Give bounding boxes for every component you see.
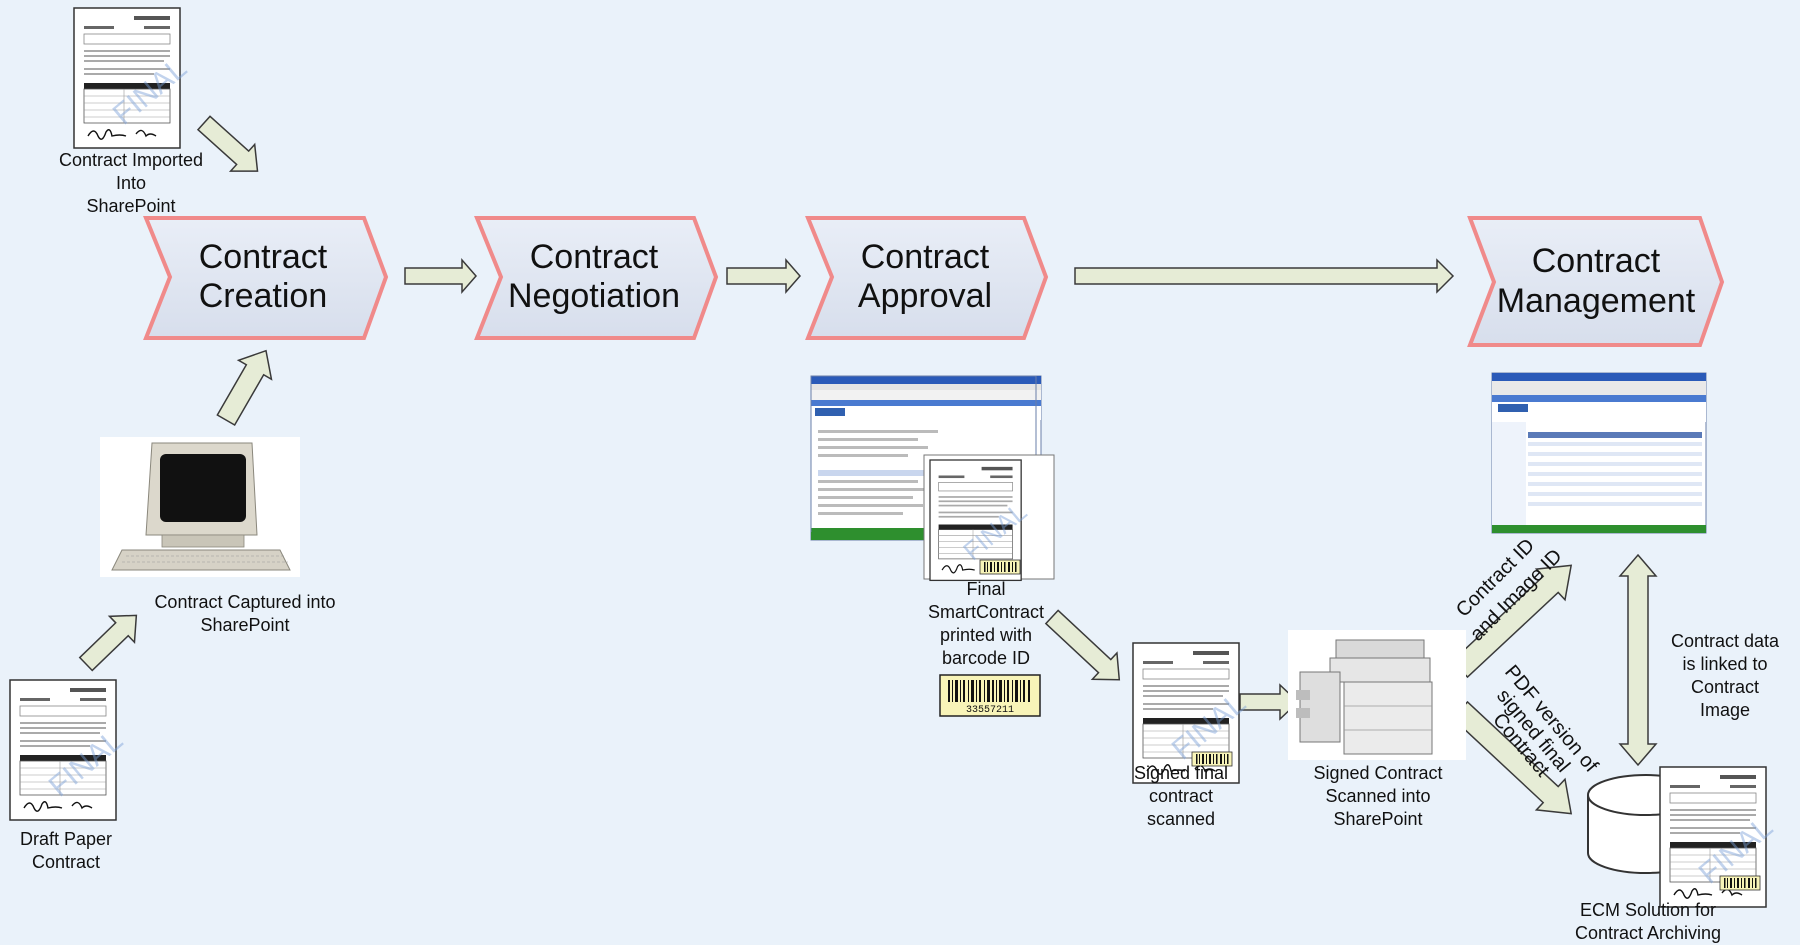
draft-paper-contract-document — [9, 679, 130, 821]
arrow-scanner-to-management — [1451, 564, 1573, 679]
arrow-computer-to-creation — [216, 349, 273, 427]
label-signed-final-scanned: Signed final contract scanned — [1133, 763, 1229, 829]
imported-contract-document — [73, 7, 194, 149]
archived-contract-barcode — [1719, 875, 1761, 891]
arrow-negotiation-to-approval — [726, 258, 801, 294]
arrow-creation-to-negotiation — [404, 258, 477, 294]
approval-screenshot — [810, 375, 1055, 582]
arrow-scanner-to-ecm — [1451, 700, 1573, 815]
label-contract-data-linked: Contract data is linked to Contract Imag… — [1670, 631, 1780, 720]
stage-contract-management: Contract Management — [1467, 216, 1725, 347]
stage-title-line2: Approval — [858, 277, 992, 315]
archived-contract-document — [1659, 766, 1780, 908]
label-contract-imported: Contract Imported Into SharePoint — [58, 150, 204, 216]
barcode-id: 33557211 — [939, 674, 1041, 717]
label-signed-contract-scanned: Signed Contract Scanned into SharePoint — [1313, 763, 1443, 829]
label-draft-paper-contract: Draft Paper Contract — [19, 829, 113, 872]
stage-title-line1: Contract — [861, 238, 990, 276]
stage-title-line1: Contract — [530, 238, 659, 276]
arrow-imported-to-creation — [196, 115, 259, 172]
arrow-management-ecm-bidirectional — [1618, 553, 1658, 767]
stage-contract-creation: Contract Creation — [143, 216, 389, 340]
barcode-number: 33557211 — [966, 705, 1014, 716]
stage-title-line1: Contract — [199, 238, 328, 276]
management-screenshot — [1491, 372, 1707, 534]
arrow-final-to-signed — [1044, 609, 1121, 681]
stage-title-line2: Negotiation — [508, 277, 680, 315]
stage-title-line1: Contract — [1532, 242, 1661, 280]
stage-contract-approval: Contract Approval — [805, 216, 1049, 340]
label-ecm-solution: ECM Solution for Contract Archiving — [1574, 900, 1722, 943]
label-contract-captured: Contract Captured into SharePoint — [154, 592, 336, 635]
stage-title-line2: Creation — [199, 277, 328, 315]
stage-title-line2: Management — [1497, 282, 1696, 320]
stage-contract-negotiation: Contract Negotiation — [474, 216, 719, 340]
label-final-smartcontract: Final SmartContract printed with barcode… — [927, 579, 1045, 668]
arrow-approval-to-management — [1074, 258, 1455, 294]
scanner-copier-icon — [1288, 630, 1466, 760]
computer-icon — [100, 437, 300, 577]
arrow-draft-to-computer — [78, 614, 138, 672]
